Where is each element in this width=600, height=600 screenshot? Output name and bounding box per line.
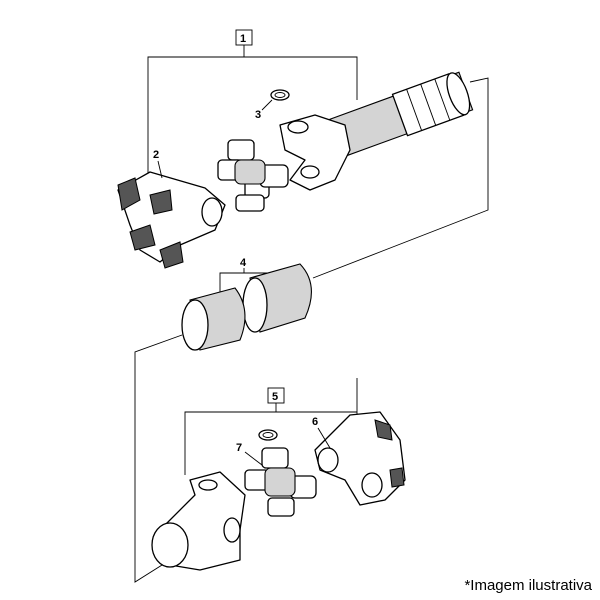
bracket-5 xyxy=(184,403,277,475)
universal-joint-cross-lower xyxy=(244,447,317,517)
drive-shaft-tube xyxy=(326,71,474,159)
slip-sleeve-left xyxy=(181,287,246,351)
flange-yoke xyxy=(117,171,226,269)
universal-joint-cross-upper xyxy=(217,139,289,212)
callout-3: 3 xyxy=(255,109,261,121)
callout-2: 2 xyxy=(153,149,159,161)
callout-7: 7 xyxy=(236,442,242,454)
bracket-4 xyxy=(219,268,245,292)
slip-sleeve-right xyxy=(242,263,312,333)
callout-4: 4 xyxy=(240,257,247,269)
assembly-frame-line-lower xyxy=(134,334,183,583)
illustrative-image-caption: *Imagem ilustrativa xyxy=(464,577,592,594)
tube-yoke xyxy=(151,471,246,571)
snap-ring-lower xyxy=(258,429,278,441)
callout-6: 6 xyxy=(312,416,318,428)
assembly-frame-line xyxy=(312,77,489,279)
callout-5: 5 xyxy=(272,391,278,403)
callout-1: 1 xyxy=(240,33,246,45)
snap-ring xyxy=(270,89,290,101)
shaft-yoke xyxy=(279,114,351,191)
flange-yoke-lower xyxy=(314,411,406,506)
bracket-1 xyxy=(147,45,245,175)
